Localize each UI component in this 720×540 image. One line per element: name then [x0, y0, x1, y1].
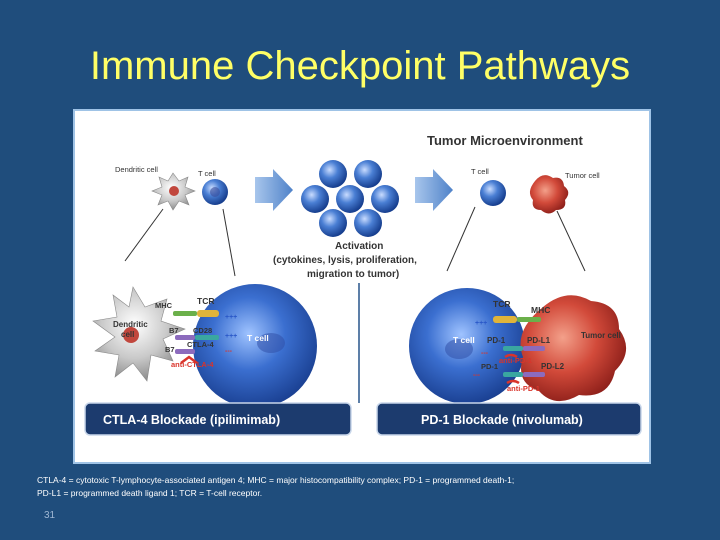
cell-label-large: cell — [121, 330, 134, 339]
pdl1-label: PD-L1 — [527, 336, 551, 345]
activation-arrow-right — [415, 169, 453, 211]
negative-signal: --- — [225, 348, 233, 355]
pd1-banner — [376, 402, 642, 436]
ctla4-banner-text: CTLA-4 Blockade (ipilimimab) — [103, 413, 280, 427]
mhc-label-left: MHC — [155, 301, 173, 310]
negative-signal: --- — [473, 372, 481, 379]
activation-line2: (cytokines, lysis, proliferation, — [273, 255, 417, 266]
tumor-cell-label-large: Tumor cell — [581, 331, 621, 340]
slide-title: Immune Checkpoint Pathways — [89, 44, 631, 88]
pd1-label-top: PD-1 — [487, 336, 506, 345]
caption-line-2: PD-L1 = programmed death ligand 1; TCR =… — [37, 488, 263, 498]
connector-line — [124, 208, 164, 262]
diagram-canvas: Tumor Microenvironment Dendritic cell T … — [84, 133, 642, 436]
tumor-cell-label-top: Tumor cell — [565, 171, 600, 180]
page-number: 31 — [44, 510, 56, 521]
activation-arrow-left — [255, 169, 293, 211]
connector-line — [556, 210, 586, 272]
tumor-cell-large — [520, 295, 627, 402]
activation-title: Activation — [335, 241, 383, 252]
tumor-cell-small — [529, 175, 569, 214]
tcell-label-right: T cell — [471, 167, 489, 176]
anti-pd1-label-bottom: anti-PD-1 — [507, 384, 540, 393]
ctla4-banner — [84, 402, 352, 436]
pd1-banner-text: PD-1 Blockade (nivolumab) — [421, 413, 583, 427]
dendritic-cell-label: Dendritic cell — [115, 165, 158, 174]
proliferating-tcells — [301, 160, 399, 237]
activation-line3: migration to tumor) — [307, 269, 399, 280]
anti-pd1-label-top: anti-PD-1 — [499, 356, 532, 365]
receptor-bonds-left — [173, 310, 219, 364]
mhc-label-right: MHC — [531, 305, 550, 315]
cd28-label: CD28 — [193, 326, 212, 335]
tcell-label-large-left: T cell — [247, 333, 269, 343]
positive-signal: +++ — [475, 320, 487, 327]
tcr-label-left: TCR — [197, 296, 214, 306]
receptor-bonds-right — [493, 316, 545, 385]
pdl2-label: PD-L2 — [541, 362, 565, 371]
dendritic-label-large: Dendritic — [113, 320, 148, 329]
abbreviation-caption: CTLA-4 = cytotoxic T-lymphocyte-associat… — [37, 474, 677, 500]
tcell-small-right — [480, 180, 506, 206]
positive-signal: +++ — [225, 333, 237, 340]
tcell-large-left — [193, 284, 317, 408]
tcell-label-left: T cell — [198, 169, 216, 178]
dendritic-cell-small — [151, 172, 196, 211]
microenvironment-heading: Tumor Microenvironment — [427, 133, 583, 148]
checkpoint-diagram: Tumor Microenvironment Dendritic cell T … — [73, 109, 651, 464]
pd1-label-bottom: PD-1 — [481, 362, 498, 371]
connector-line — [446, 206, 476, 272]
negative-signal: --- — [481, 350, 489, 357]
anti-ctla4-label: anti-CTLA-4 — [171, 360, 214, 369]
b7-label-bottom: B7 — [165, 345, 175, 354]
dendritic-cell-large — [92, 286, 186, 382]
b7-label-top: B7 — [169, 326, 179, 335]
positive-signal: +++ — [225, 314, 237, 321]
connector-line — [222, 208, 236, 277]
tcr-label-right: TCR — [493, 299, 510, 309]
tcell-label-large-right: T cell — [453, 335, 475, 345]
caption-line-1: CTLA-4 = cytotoxic T-lymphocyte-associat… — [37, 475, 515, 485]
ctla4-label: CTLA-4 — [187, 340, 214, 349]
